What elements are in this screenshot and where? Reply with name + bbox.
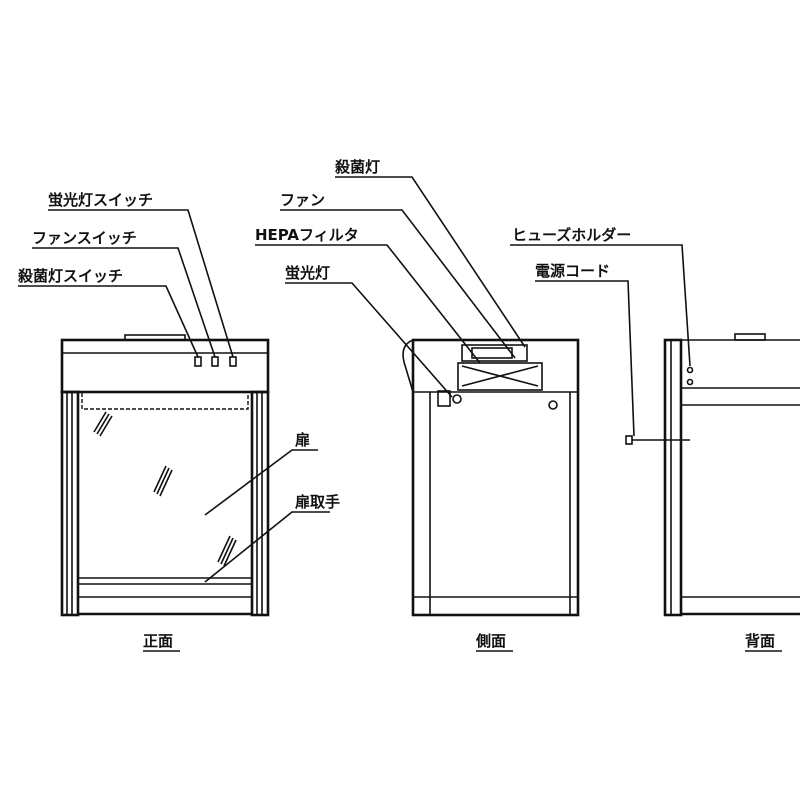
back-view: ヒューズホルダー 電源コード 背面 xyxy=(510,226,800,652)
view-label-front: 正面 xyxy=(143,632,173,650)
label-germicidal-lamp: 殺菌灯 xyxy=(334,158,380,176)
label-fuse-holder: ヒューズホルダー xyxy=(512,226,631,244)
label-fluorescent-switch: 蛍光灯スイッチ xyxy=(48,191,153,209)
glass-reflection-marks xyxy=(93,411,237,567)
fuse-holder xyxy=(686,366,694,374)
label-fluorescent-lamp: 蛍光灯 xyxy=(285,264,330,282)
front-view: 蛍光灯スイッチ ファンスイッチ 殺菌灯スイッチ 扉 扉取手 正面 xyxy=(17,191,340,652)
label-fan-switch: ファンスイッチ xyxy=(32,229,137,247)
label-fan: ファン xyxy=(280,191,325,209)
side-view: 殺菌灯 ファン HEPAフィルタ 蛍光灯 側面 xyxy=(255,158,580,652)
label-door-handle: 扉取手 xyxy=(294,493,340,511)
fluorescent-switch xyxy=(229,356,237,367)
germicidal-switch xyxy=(194,356,202,367)
view-label-side: 側面 xyxy=(475,632,506,650)
label-hepa-filter: HEPAフィルタ xyxy=(255,226,359,244)
power-plug xyxy=(625,435,633,445)
label-door: 扉 xyxy=(294,431,310,449)
label-germicidal-switch: 殺菌灯スイッチ xyxy=(17,267,123,285)
label-power-cord: 電源コード xyxy=(535,262,610,280)
view-label-back: 背面 xyxy=(745,632,775,650)
fan-switch xyxy=(211,356,219,367)
